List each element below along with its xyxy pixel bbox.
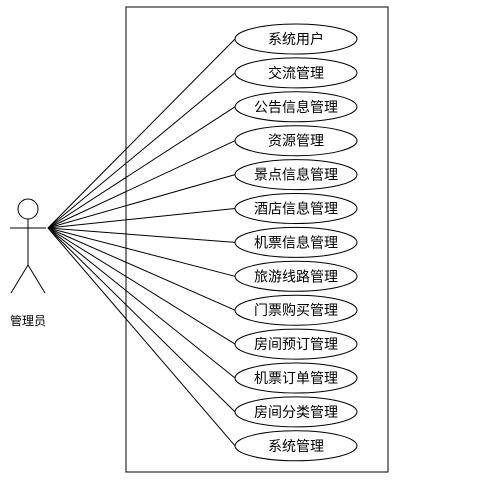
use-case: 门票购买管理 (234, 294, 358, 326)
association-line (47, 227, 236, 345)
use-case-ellipse (234, 193, 358, 224)
use-case: 资源管理 (234, 125, 358, 157)
use-case: 景点信息管理 (234, 159, 358, 191)
use-case: 酒店信息管理 (234, 193, 358, 224)
actor: 管理员 (10, 198, 46, 328)
actor-left-leg (10, 264, 29, 294)
use-case-label: 公告信息管理 (254, 99, 338, 116)
use-case-label: 机票订单管理 (254, 371, 338, 387)
use-case-ellipse (234, 396, 358, 428)
use-case: 机票订单管理 (234, 362, 358, 394)
association-line (47, 227, 236, 243)
use-case-ellipse (234, 57, 358, 89)
use-case-ellipse (234, 125, 358, 157)
association-line (47, 106, 236, 229)
use-case-label: 资源管理 (268, 134, 324, 150)
use-case-ellipse (234, 362, 358, 394)
association-line (47, 227, 236, 311)
use-case: 机票信息管理 (234, 226, 358, 258)
use-case: 旅游线路管理 (234, 260, 358, 292)
use-case-label: 旅游线路管理 (254, 269, 338, 285)
use-case: 系统用户 (234, 23, 358, 55)
association-line (47, 72, 236, 229)
association-line (47, 227, 236, 379)
use-case-ellipse (234, 159, 358, 191)
association-line (47, 227, 236, 277)
association-line (47, 38, 236, 229)
use-case-label: 门票购买管理 (254, 303, 338, 319)
use-case-ellipse (234, 260, 358, 292)
use-case-label: 机票信息管理 (254, 234, 338, 251)
use-case-label: 酒店信息管理 (254, 201, 338, 218)
use-case-label: 房间预订管理 (254, 337, 338, 353)
use-case-ellipse (234, 226, 358, 258)
use-case: 系统管理 (234, 430, 358, 462)
use-case-label: 景点信息管理 (254, 167, 338, 184)
use-case-label: 系统管理 (268, 439, 324, 455)
use-case: 房间分类管理 (234, 396, 358, 428)
use-case-label: 交流管理 (268, 65, 324, 82)
actor-label: 管理员 (10, 313, 46, 328)
association-lines (47, 38, 236, 447)
use-case-ellipse (234, 430, 358, 462)
association-line (47, 227, 236, 413)
use-case-group: 系统用户交流管理公告信息管理资源管理景点信息管理酒店信息管理机票信息管理旅游线路… (234, 23, 358, 462)
use-case-label: 系统用户 (268, 31, 324, 48)
use-case-ellipse (234, 294, 358, 326)
use-case-ellipse (234, 23, 358, 55)
association-line (47, 208, 236, 229)
association-line (47, 140, 236, 229)
use-case-ellipse (234, 91, 358, 123)
association-line (47, 174, 236, 229)
use-case: 房间预订管理 (234, 328, 358, 360)
use-case-label: 房间分类管理 (254, 405, 338, 421)
actor-head (17, 198, 39, 220)
actor-right-leg (27, 264, 46, 294)
association-line (47, 227, 236, 447)
use-case: 公告信息管理 (234, 91, 358, 123)
use-case-ellipse (234, 328, 358, 360)
use-case: 交流管理 (234, 57, 358, 89)
